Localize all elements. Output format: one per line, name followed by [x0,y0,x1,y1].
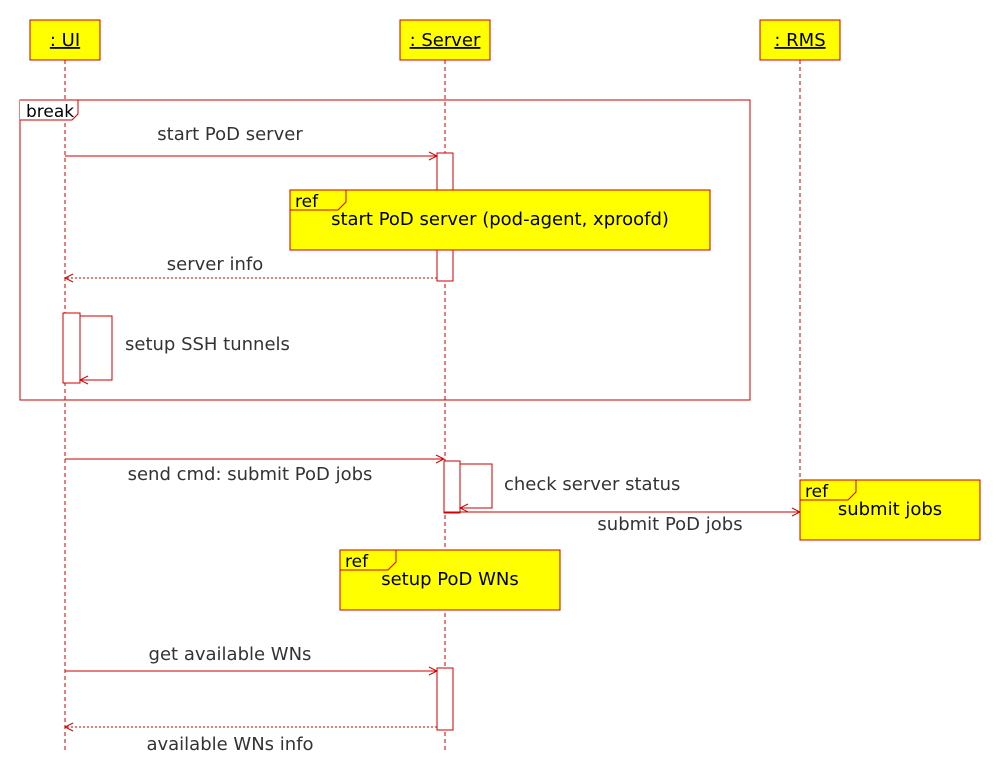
message-label: server info [167,254,263,275]
message-check-server-status: check server status [460,463,680,508]
activation-ui-1 [62,312,81,384]
message-get-available-wns: get available WNs [65,644,437,671]
lifeline-server: : Server [399,19,491,750]
ref-setup-pod-wns: ref setup PoD WNs [339,549,561,611]
lifeline-rms-label: : RMS [774,30,825,51]
lifeline-rms: : RMS [759,19,841,480]
message-submit-pod-jobs: submit PoD jobs [444,512,800,535]
message-label: get available WNs [149,644,312,665]
ref-tag: ref [805,482,829,502]
message-label: check server status [504,474,680,495]
message-label: start PoD server [157,124,303,145]
break-fragment: break [19,99,751,401]
message-available-wns-info: available WNs info [65,727,437,755]
ref-label: start PoD server (pod-agent, xproofd) [331,209,669,230]
lifeline-ui-label: : UI [50,30,80,51]
ref-tag: ref [345,552,369,572]
ref-label: submit jobs [838,499,942,520]
ref-label: setup PoD WNs [381,569,519,590]
message-label: send cmd: submit PoD jobs [128,464,373,485]
ref-tag: ref [295,192,319,212]
ref-start-pod-server: ref start PoD server (pod-agent, xproofd… [289,189,711,251]
message-label: available WNs info [146,734,313,755]
message-setup-ssh-tunnels: setup SSH tunnels [80,315,290,380]
activation-server-3 [436,667,454,731]
ref-submit-jobs: ref submit jobs [799,479,981,541]
message-server-info: server info [65,254,437,278]
break-operator: break [26,102,74,122]
message-send-cmd: send cmd: submit PoD jobs [65,459,444,485]
lifeline-ui: : UI [29,19,101,750]
message-start-pod-server: start PoD server [65,124,437,156]
lifeline-server-label: : Server [410,30,481,51]
message-label: setup SSH tunnels [125,334,290,355]
message-label: submit PoD jobs [597,514,742,535]
activation-server-2 [443,460,461,514]
